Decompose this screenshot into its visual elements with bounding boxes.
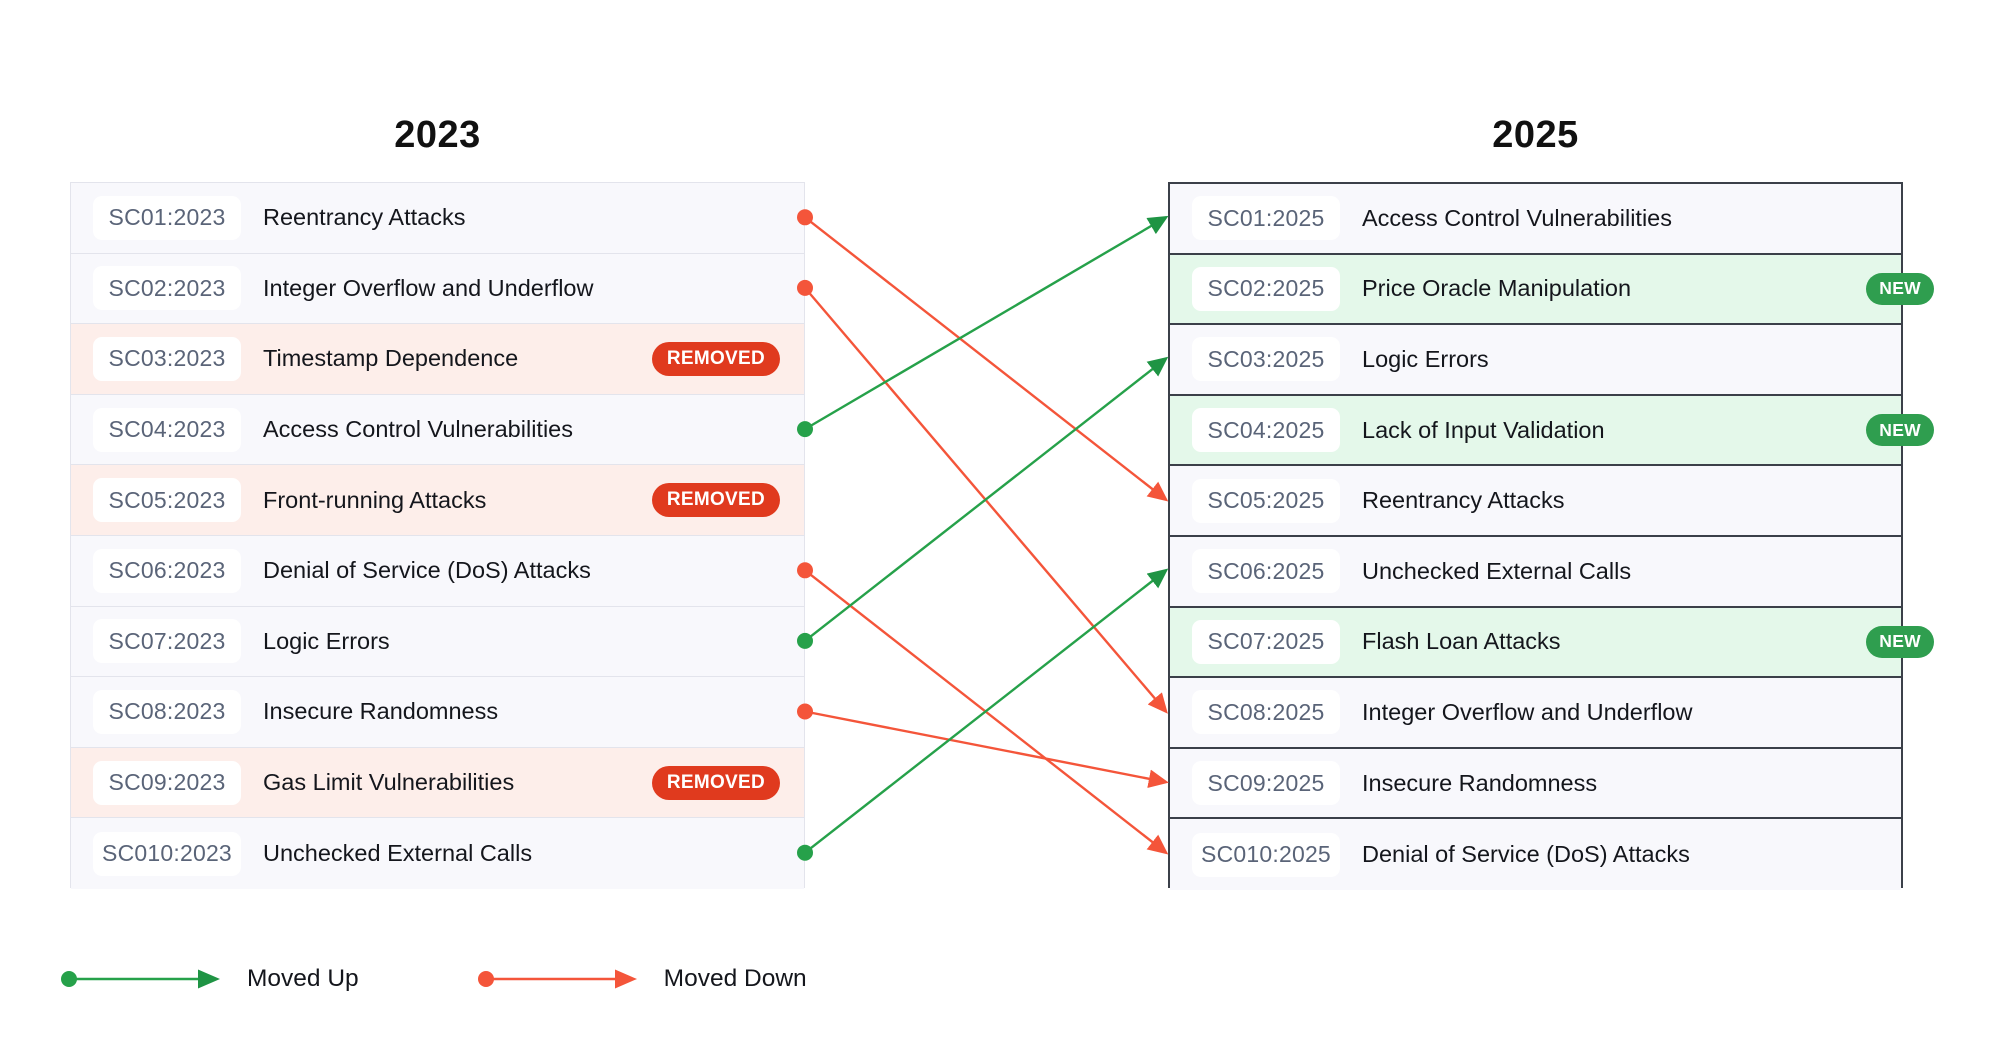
row-name: Reentrancy Attacks xyxy=(1362,487,1565,514)
new-badge: NEW xyxy=(1866,414,1934,447)
connector-line-down xyxy=(804,710,1169,788)
row-name: Timestamp Dependence xyxy=(263,345,519,372)
row-name: Insecure Randomness xyxy=(263,698,499,725)
table-row[interactable]: SC04:2023 Access Control Vulnerabilities xyxy=(71,394,804,466)
table-row[interactable]: SC07:2025 Flash Loan Attacks NEW xyxy=(1170,607,1934,679)
column-title-2023: 2023 xyxy=(394,114,481,156)
table-row[interactable]: SC09:2023 Gas Limit Vulnerabilities REMOVE… xyxy=(71,747,804,819)
connector-line-up xyxy=(804,215,1169,431)
row-code: SC04:2025 xyxy=(1192,408,1340,453)
table-row[interactable]: SC01:2023 Reentrancy Attacks xyxy=(71,183,804,254)
row-code: SC09:2023 xyxy=(93,760,241,805)
legend-item-moved-up: Moved Up xyxy=(60,965,359,993)
new-badge: NEW xyxy=(1866,272,1934,305)
legend-label-moved-down: Moved Down xyxy=(663,965,807,992)
column-title-2025: 2025 xyxy=(1492,114,1579,156)
row-name: Access Control Vulnerabilities xyxy=(1362,204,1672,231)
row-code: SC06:2025 xyxy=(1192,549,1340,594)
removed-badge: REMOVED xyxy=(651,765,780,800)
table-row[interactable]: SC04:2025 Lack of Input Validation NEW xyxy=(1170,395,1934,467)
table-row[interactable]: SC02:2023 Integer Overflow and Underflow xyxy=(71,253,804,325)
row-code: SC010:2025 xyxy=(1192,832,1340,877)
row-name: Flash Loan Attacks xyxy=(1362,628,1561,655)
row-name: Gas Limit Vulnerabilities xyxy=(263,769,515,796)
row-code: SC07:2023 xyxy=(93,619,241,664)
table-row[interactable]: SC08:2023 Insecure Randomness xyxy=(71,677,804,748)
row-code: SC05:2023 xyxy=(93,478,241,523)
row-code: SC01:2025 xyxy=(1192,196,1340,241)
row-code: SC07:2025 xyxy=(1192,619,1340,664)
table-row[interactable]: SC01:2025 Access Control Vulnerabilities xyxy=(1170,184,1901,255)
removed-badge: REMOVED xyxy=(651,483,780,518)
row-code: SC08:2023 xyxy=(93,689,241,734)
moved-up-arrow-icon xyxy=(61,969,220,989)
table-row[interactable]: SC05:2025 Reentrancy Attacks xyxy=(1170,466,1901,537)
row-code: SC010:2023 xyxy=(93,831,241,876)
connector-line-up xyxy=(804,356,1169,642)
connector-line-down xyxy=(804,569,1169,855)
table-row[interactable]: SC05:2023 Front-running Attacks REMOVED xyxy=(71,465,804,536)
table-row[interactable]: SC07:2023 Logic Errors xyxy=(71,606,804,678)
removed-badge: REMOVED xyxy=(651,341,780,376)
row-name: Integer Overflow and Underflow xyxy=(1362,698,1693,725)
legend: Moved Up Moved Down xyxy=(60,955,925,1003)
connector-line-down xyxy=(804,287,1168,714)
row-name: Price Oracle Manipulation xyxy=(1362,275,1632,302)
table-row[interactable]: SC06:2025 Unchecked External Calls xyxy=(1170,536,1901,608)
legend-label-moved-up: Moved Up xyxy=(247,965,359,992)
row-name: Logic Errors xyxy=(1362,345,1489,372)
row-code: SC06:2023 xyxy=(93,548,241,593)
row-code: SC01:2023 xyxy=(93,195,241,240)
row-name: Unchecked External Calls xyxy=(263,840,533,867)
table-row[interactable]: SC08:2025 Integer Overflow and Underflow xyxy=(1170,678,1901,749)
row-name: Access Control Vulnerabilities xyxy=(263,416,573,443)
table-row[interactable]: SC06:2023 Denial of Service (DoS) Attacks xyxy=(71,535,804,607)
row-code: SC05:2025 xyxy=(1192,478,1340,523)
row-name: Lack of Input Validation xyxy=(1362,416,1605,443)
table-row[interactable]: SC010:2023 Unchecked External Calls xyxy=(71,818,804,889)
connector-line-down xyxy=(804,216,1169,502)
table-row[interactable]: SC010:2025 Denial of Service (DoS) Attack… xyxy=(1170,819,1901,890)
row-code: SC03:2023 xyxy=(93,336,241,381)
moved-down-arrow-icon xyxy=(477,969,637,989)
table-row[interactable]: SC03:2023 Timestamp Dependence REMOVED xyxy=(71,324,804,395)
row-code: SC08:2025 xyxy=(1192,690,1340,735)
row-name: Integer Overflow and Underflow xyxy=(263,274,594,301)
table-row[interactable]: SC02:2025 Price Oracle Manipulation NEW xyxy=(1170,254,1934,326)
new-badge: NEW xyxy=(1866,625,1934,658)
row-code: SC09:2025 xyxy=(1192,761,1340,806)
row-code: SC02:2025 xyxy=(1192,266,1340,311)
row-code: SC04:2023 xyxy=(93,407,241,452)
row-code: SC03:2025 xyxy=(1192,337,1340,382)
legend-item-moved-down: Moved Down xyxy=(477,965,807,993)
table-row[interactable]: SC09:2025 Insecure Randomness xyxy=(1170,748,1901,820)
row-name: Insecure Randomness xyxy=(1362,769,1598,796)
row-name: Reentrancy Attacks xyxy=(263,204,466,231)
row-name: Denial of Service (DoS) Attacks xyxy=(1362,841,1690,868)
connector-line-up xyxy=(804,568,1169,854)
row-name: Denial of Service (DoS) Attacks xyxy=(263,557,591,584)
row-name: Front-running Attacks xyxy=(263,486,487,513)
row-code: SC02:2023 xyxy=(93,266,241,311)
row-name: Logic Errors xyxy=(263,627,390,654)
table-row[interactable]: SC03:2025 Logic Errors xyxy=(1170,325,1901,396)
row-name: Unchecked External Calls xyxy=(1362,557,1632,584)
